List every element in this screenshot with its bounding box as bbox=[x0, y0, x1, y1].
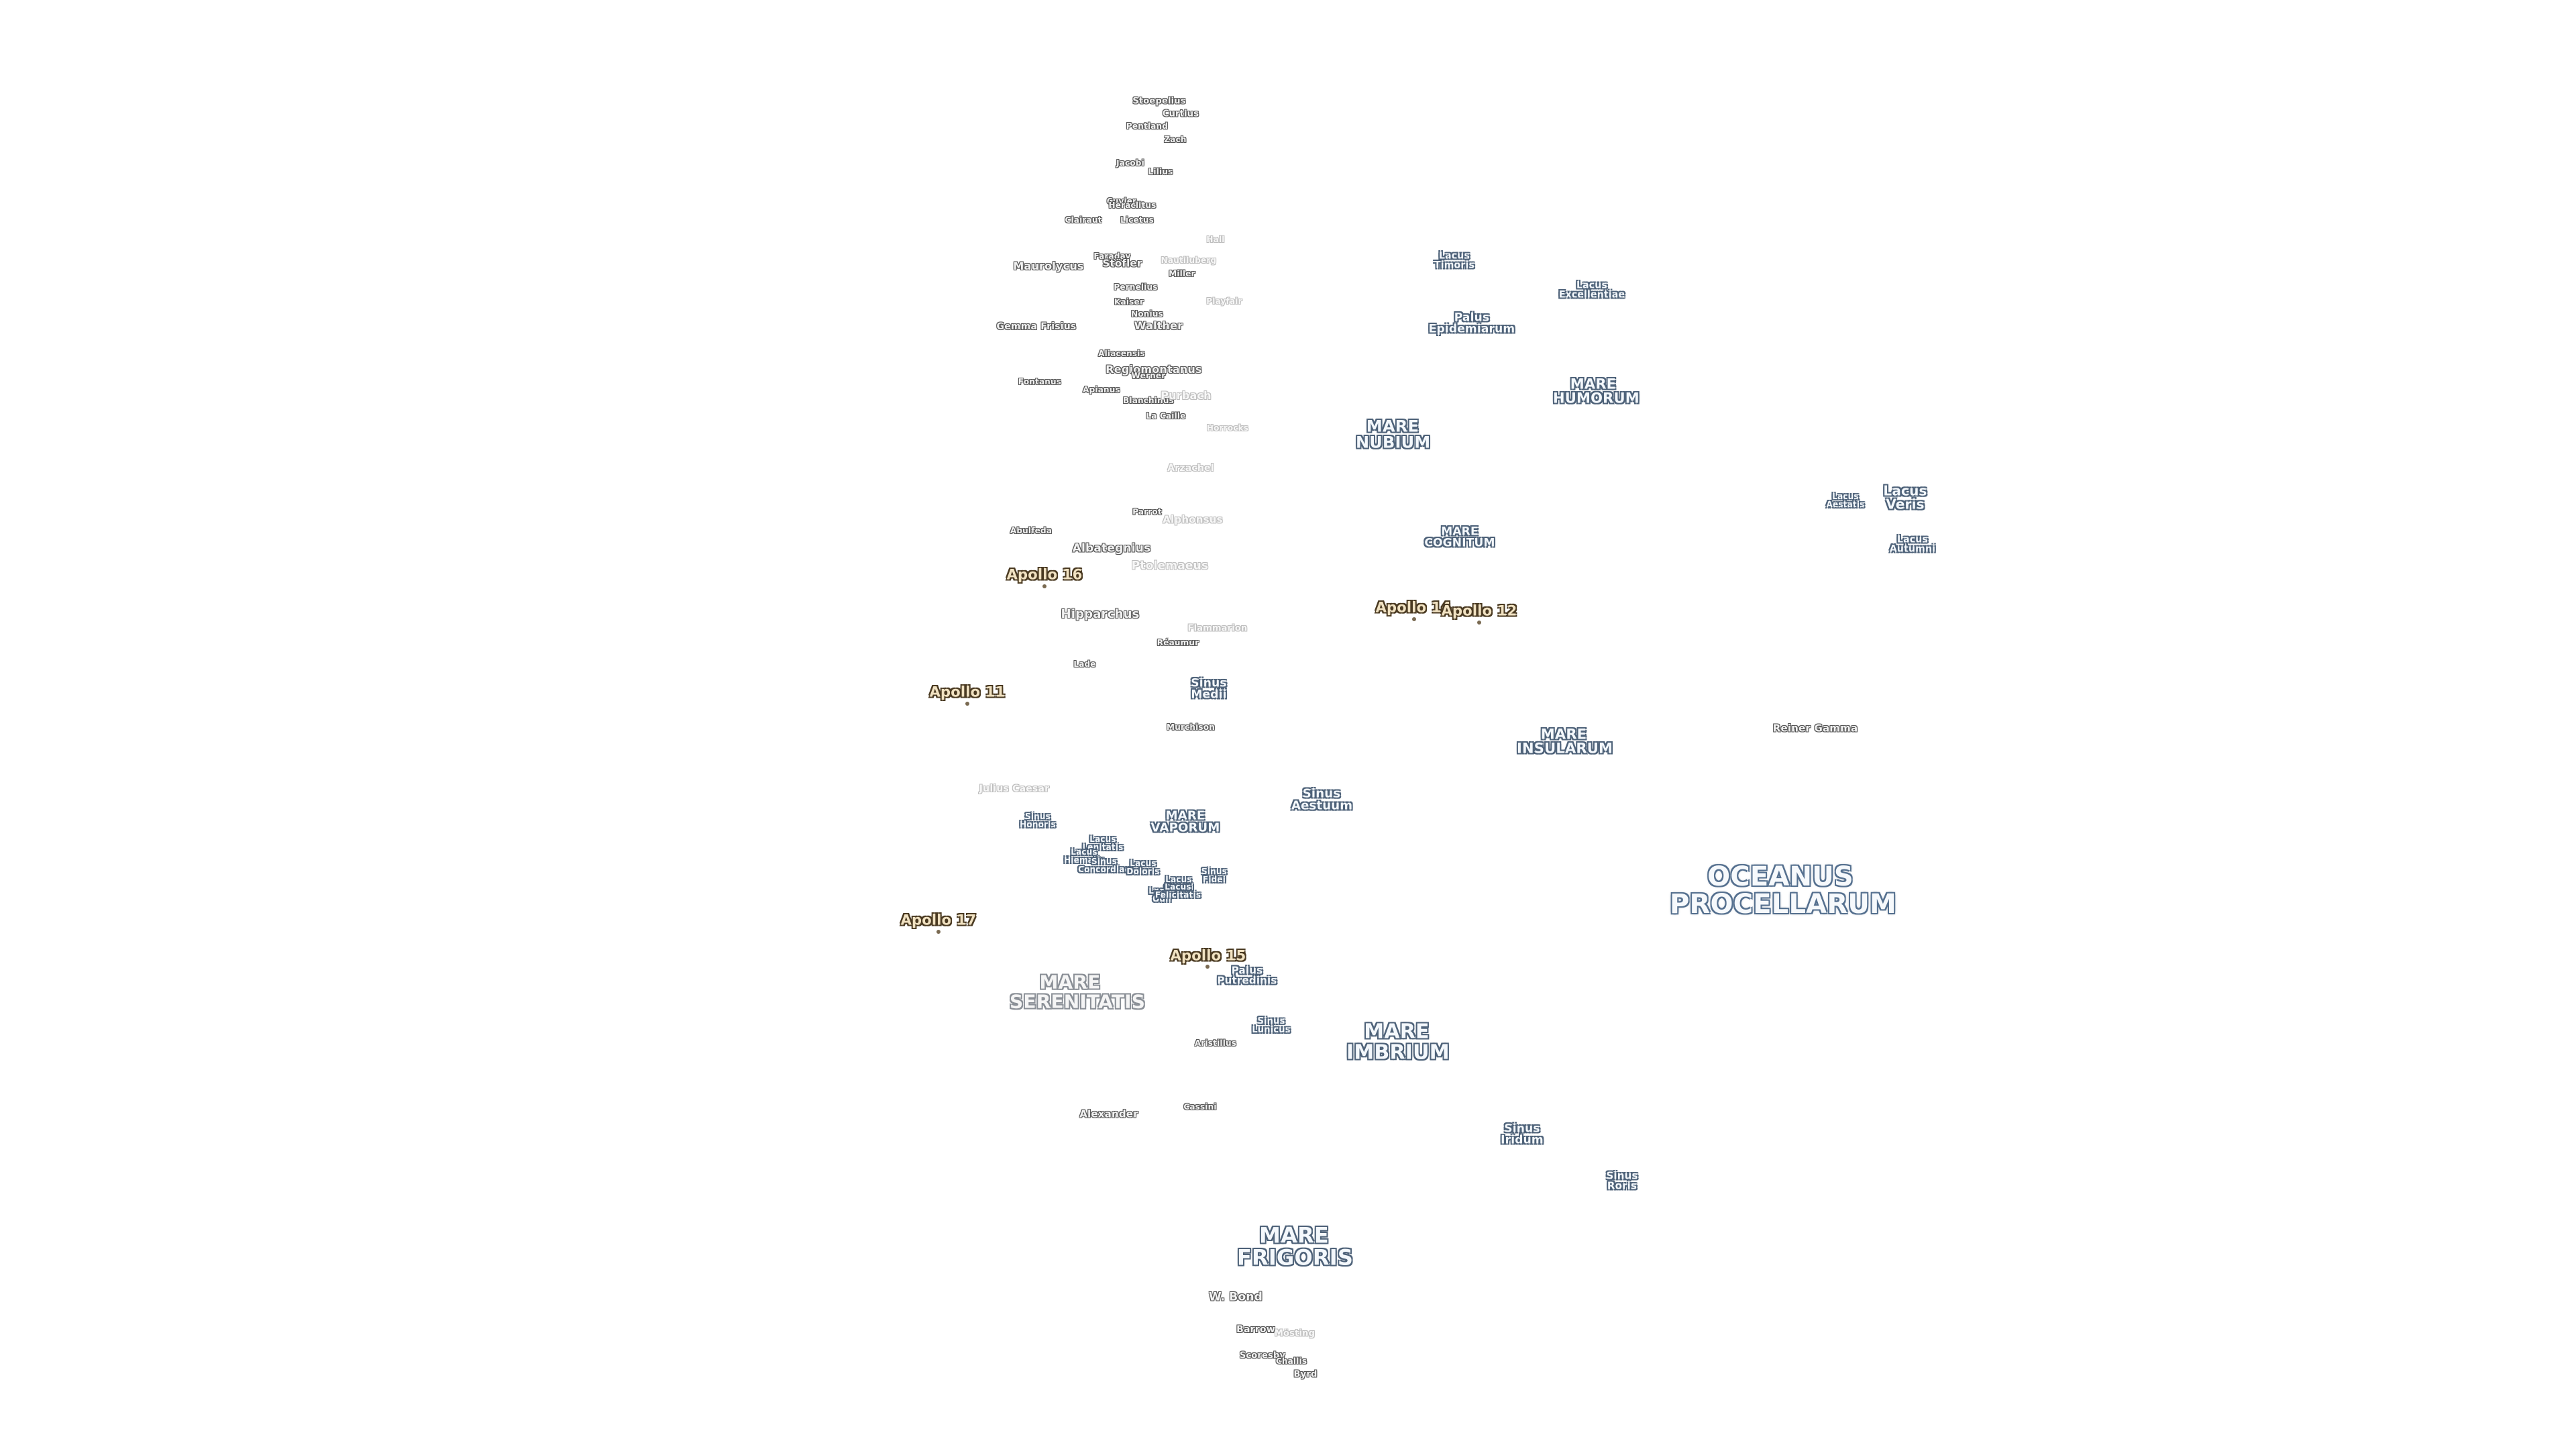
crater-label-heraclitus: Heraclitus bbox=[1108, 200, 1157, 210]
apollo-16-label[interactable]: Apollo 16 bbox=[1006, 566, 1083, 583]
sea-label-sinus-aestuum: Sinus Aestuum bbox=[1291, 786, 1353, 813]
sea-label-lacus-veris: Lacus Veris bbox=[1883, 482, 1927, 513]
sea-label-lacus-lenitatis: Lacus Lenitatis bbox=[1082, 834, 1124, 852]
apollo-16-marker[interactable] bbox=[1042, 584, 1046, 588]
crater-label-werner: Werner bbox=[1131, 370, 1166, 380]
crater-label-arzachel: Arzachel bbox=[1167, 462, 1214, 474]
crater-label-clairaut: Clairaut bbox=[1065, 215, 1102, 225]
sea-label-mare-serenitatis: MARE SERENITATIS bbox=[1010, 971, 1146, 1012]
crater-label-miller: Miller bbox=[1169, 268, 1195, 278]
crater-label-alphonsus: Alphonsus bbox=[1163, 513, 1223, 526]
sea-label-lacus-hiemalis: Lacus Hiemalis bbox=[1064, 847, 1104, 865]
sea-label-sinus-medii: Sinus Medii bbox=[1191, 676, 1227, 702]
crater-label-walther: Walther bbox=[1134, 319, 1183, 332]
sea-label-sinus-roris: Sinus Roris bbox=[1606, 1169, 1638, 1192]
crater-label-jacobi: Jacobi bbox=[1116, 158, 1144, 168]
crater-label-zach: Zach bbox=[1164, 134, 1187, 144]
apollo-11-marker[interactable] bbox=[965, 702, 969, 706]
apollo-14-marker[interactable] bbox=[1412, 617, 1416, 621]
sea-label-mare-cognitum: MARE COGNITUM bbox=[1424, 525, 1495, 550]
crater-label-nautiluberg: Nautiluberg bbox=[1161, 255, 1217, 265]
apollo-11-label[interactable]: Apollo 11 bbox=[929, 684, 1006, 700]
sea-label-mare-insularum: MARE INSULARUM bbox=[1517, 726, 1613, 757]
crater-label-fontanus: Fontanus bbox=[1018, 376, 1062, 386]
crater-label-stofler: Stöfler bbox=[1102, 257, 1142, 270]
sea-label-lacus-autumni: Lacus Autumni bbox=[1889, 534, 1936, 555]
sea-label-sinus-lunicus: Sinus Lunicus bbox=[1252, 1016, 1291, 1035]
crater-label-julius-caesar: Julius Caesar bbox=[979, 783, 1050, 794]
crater-label-parrot: Parrot bbox=[1132, 506, 1162, 517]
sea-label-mare-imbrium: MARE IMBRIUM bbox=[1346, 1020, 1450, 1064]
apollo-14-label[interactable]: Apollo 14 bbox=[1375, 599, 1452, 616]
apollo-17-label[interactable]: Apollo 17 bbox=[900, 912, 977, 928]
crater-label-kaiser: Kaiser bbox=[1114, 297, 1144, 307]
crater-label-nonius: Nonius bbox=[1131, 309, 1163, 319]
crater-label-scoresby: Scoresby bbox=[1239, 1350, 1286, 1361]
sea-label-palus-putredinis: Palus Putredinis bbox=[1217, 964, 1277, 987]
sea-label-mare-humorum: MARE HUMORUM bbox=[1553, 376, 1640, 407]
crater-label-la-caille: La Caille bbox=[1146, 411, 1186, 421]
apollo-17-marker[interactable] bbox=[936, 930, 941, 934]
sea-label-mare-nubium: MARE NUBIUM bbox=[1356, 417, 1431, 452]
crater-label-pentland: Pentland bbox=[1126, 121, 1169, 131]
crater-label-blanchinus: Blanchinus bbox=[1123, 395, 1174, 405]
crater-label-byrd: Byrd bbox=[1293, 1369, 1318, 1380]
sea-label-sinus-iridum: Sinus Iridum bbox=[1501, 1122, 1544, 1147]
crater-label-playfair: Playfair bbox=[1206, 296, 1242, 306]
sea-label-mare-frigoris: MARE FRIGORIS bbox=[1237, 1222, 1354, 1270]
sea-label-lacus-excellentiae: Lacus Excellentiae bbox=[1558, 280, 1625, 301]
sea-label-sinus-fidei: Sinus Fidei bbox=[1201, 866, 1227, 884]
sea-label-oceanus-procellarum: OCEANUS PROCELLARUM bbox=[1670, 861, 1897, 920]
crater-label-cassini: Cassini bbox=[1183, 1102, 1217, 1112]
crater-label-flammarion: Flammarion bbox=[1187, 623, 1248, 634]
sea-label-lacus-timoris: Lacus Timoris bbox=[1434, 250, 1474, 271]
sea-label-lacus-doloris: Lacus Doloris bbox=[1126, 858, 1160, 876]
crater-label-murchison: Murchison bbox=[1167, 722, 1215, 732]
crater-label-reiner-gamma: Reiner Gamma bbox=[1772, 722, 1858, 735]
crater-label-albategnius: Albategnius bbox=[1072, 541, 1151, 555]
crater-label-curtius: Curtius bbox=[1162, 109, 1199, 119]
sea-label-sinus-honoris: Sinus Honoris bbox=[1020, 811, 1056, 829]
crater-label-cuvier: Cuvier bbox=[1106, 196, 1137, 206]
crater-label-hall: Hall bbox=[1206, 234, 1225, 244]
apollo-12-label[interactable]: Apollo 12 bbox=[1441, 602, 1517, 619]
crater-label-licetus: Licetus bbox=[1120, 215, 1154, 225]
sea-label-lacus-aestatis: Lacus Aestatis bbox=[1826, 491, 1865, 509]
crater-label-pernelius: Pernelius bbox=[1114, 282, 1158, 292]
crater-label-stoepelius: Stoepelius bbox=[1132, 96, 1186, 107]
crater-label-gemma-frisius: Gemma Frisius bbox=[996, 321, 1077, 332]
crater-label-lilius: Lilius bbox=[1148, 166, 1173, 176]
crater-label-challis: Challis bbox=[1275, 1356, 1307, 1366]
crater-label-faraday: Faraday bbox=[1093, 251, 1131, 261]
sea-label-lacus-gaudii: Lacus Gaudii bbox=[1163, 874, 1194, 892]
apollo-15-label[interactable]: Apollo 15 bbox=[1170, 947, 1246, 964]
crater-label-w-bond: W. Bond bbox=[1208, 1290, 1263, 1304]
crater-label-apianus: Apianus bbox=[1083, 384, 1120, 394]
sea-label-mare-vaporum: MARE VAPORUM bbox=[1150, 808, 1220, 835]
crater-label-lade: Lade bbox=[1073, 659, 1096, 669]
apollo-12-marker[interactable] bbox=[1477, 621, 1481, 625]
crater-label-purbach: Purbach bbox=[1161, 388, 1212, 402]
sea-label-lacus-odii: Lacus Odii bbox=[1148, 885, 1175, 904]
crater-label-aristillus: Aristillus bbox=[1194, 1038, 1237, 1048]
crater-label-alexander: Alexander bbox=[1079, 1108, 1138, 1120]
crater-label-reaumur: Réaumur bbox=[1157, 637, 1199, 647]
crater-label-regiomontanus: Regiomontanus bbox=[1106, 362, 1202, 376]
sea-label-sinus-concordiae: Sinus Concordiae bbox=[1078, 856, 1130, 874]
crater-label-abulfeda: Abulfeda bbox=[1010, 525, 1053, 535]
crater-label-horrocks: Horrocks bbox=[1206, 423, 1249, 433]
apollo-15-marker[interactable] bbox=[1205, 965, 1210, 969]
crater-label-aliacensis: Aliacensis bbox=[1098, 348, 1145, 358]
crater-label-barrow: Barrow bbox=[1236, 1324, 1275, 1335]
sea-label-palus-epidemiarum: Palus Epidemiarum bbox=[1428, 311, 1515, 336]
sea-label-lacus-felicitatis: Lacus Felicitatis bbox=[1155, 881, 1201, 900]
crater-label-ptolemaeus: Ptolemaeus bbox=[1131, 559, 1209, 573]
crater-label-mosting: Mösting bbox=[1274, 1328, 1316, 1339]
crater-label-maurolycus: Maurolycus bbox=[1013, 259, 1084, 272]
crater-label-hipparchus: Hipparchus bbox=[1061, 606, 1140, 621]
